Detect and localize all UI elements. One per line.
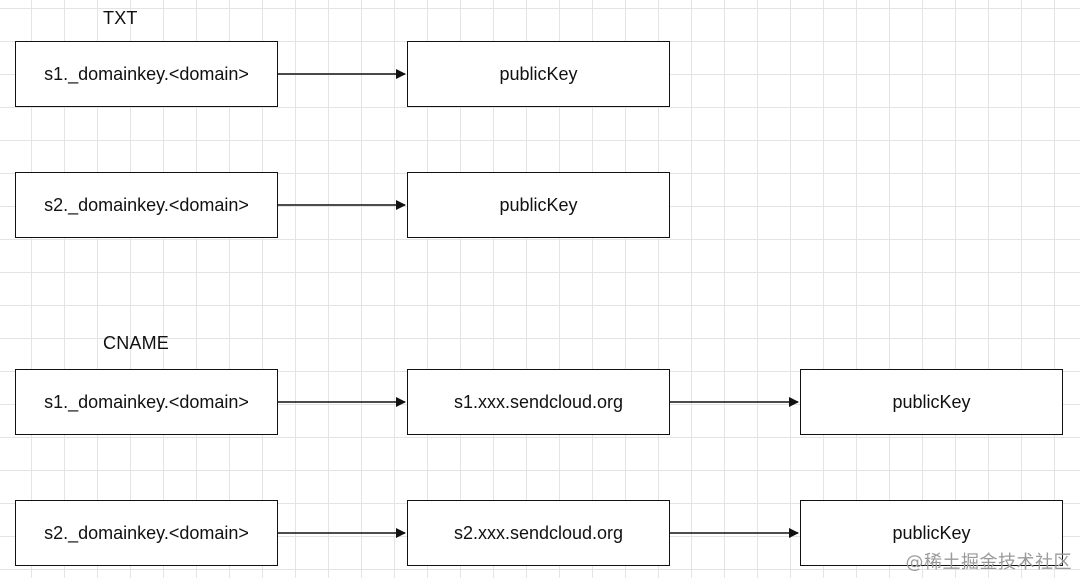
node-txt-s2-domainkey: s2._domainkey.<domain> (15, 172, 278, 238)
node-cname-s2-domainkey: s2._domainkey.<domain> (15, 500, 278, 566)
node-cname-s2-sendcloud: s2.xxx.sendcloud.org (407, 500, 670, 566)
watermark: @稀土掘金技术社区 (905, 552, 1072, 573)
node-txt-s2-publickey: publicKey (407, 172, 670, 238)
section-label-cname: CNAME (103, 333, 170, 353)
node-cname-s2-publickey: publicKey (800, 500, 1063, 566)
node-txt-s1-domainkey: s1._domainkey.<domain> (15, 41, 278, 107)
node-cname-s1-domainkey: s1._domainkey.<domain> (15, 369, 278, 435)
node-cname-s1-publickey: publicKey (800, 369, 1063, 435)
section-label-txt: TXT (103, 8, 138, 28)
node-cname-s1-sendcloud: s1.xxx.sendcloud.org (407, 369, 670, 435)
node-txt-s1-publickey: publicKey (407, 41, 670, 107)
